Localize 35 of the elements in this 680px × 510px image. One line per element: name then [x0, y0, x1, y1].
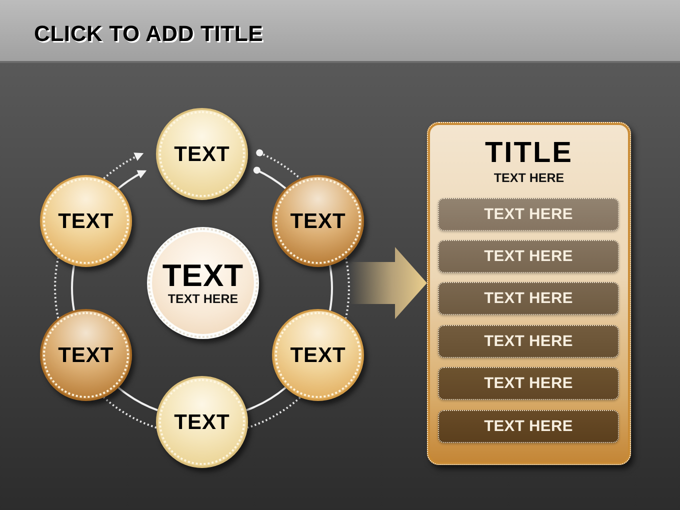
row-label: TEXT HERE	[484, 418, 573, 434]
block-arrow	[350, 247, 427, 319]
center-subtitle: TEXT HERE	[168, 293, 238, 306]
center-title: TEXT	[162, 260, 244, 292]
list-item-bar	[438, 282, 619, 315]
connector-line	[103, 396, 157, 429]
row-label: TEXT HERE	[484, 290, 573, 306]
connector-line	[344, 258, 350, 318]
connector-line	[247, 396, 301, 429]
row-label: TEXT HERE	[484, 334, 573, 350]
circle-label: TEXT	[58, 210, 114, 232]
list-item-bar	[438, 240, 619, 273]
connector-line	[246, 386, 286, 412]
circle-label: TEXT	[290, 344, 346, 366]
circle-label: TEXT	[174, 144, 230, 164]
list-item-bar	[438, 410, 619, 443]
circle-label: TEXT	[290, 210, 346, 232]
list-item-bar	[438, 325, 619, 358]
connector-line	[71, 265, 75, 311]
connector-line	[329, 265, 333, 311]
row-label: TEXT HERE	[484, 248, 573, 264]
circle-label: TEXT	[58, 344, 114, 366]
row-label: TEXT HERE	[484, 206, 573, 222]
list-item-bar	[438, 198, 619, 231]
circle-label: TEXT	[174, 412, 230, 432]
connector-line	[118, 386, 158, 412]
info-panel	[427, 122, 631, 465]
panel-subtitle: TEXT HERE	[494, 172, 564, 184]
arrow	[118, 170, 147, 190]
slide-title: CLICK TO ADD TITLE	[34, 22, 264, 46]
row-label: TEXT HERE	[484, 376, 573, 392]
arrow	[103, 152, 144, 180]
panel-title: TITLE	[484, 139, 574, 168]
connector-line	[54, 258, 60, 318]
list-item-bar	[438, 367, 619, 400]
